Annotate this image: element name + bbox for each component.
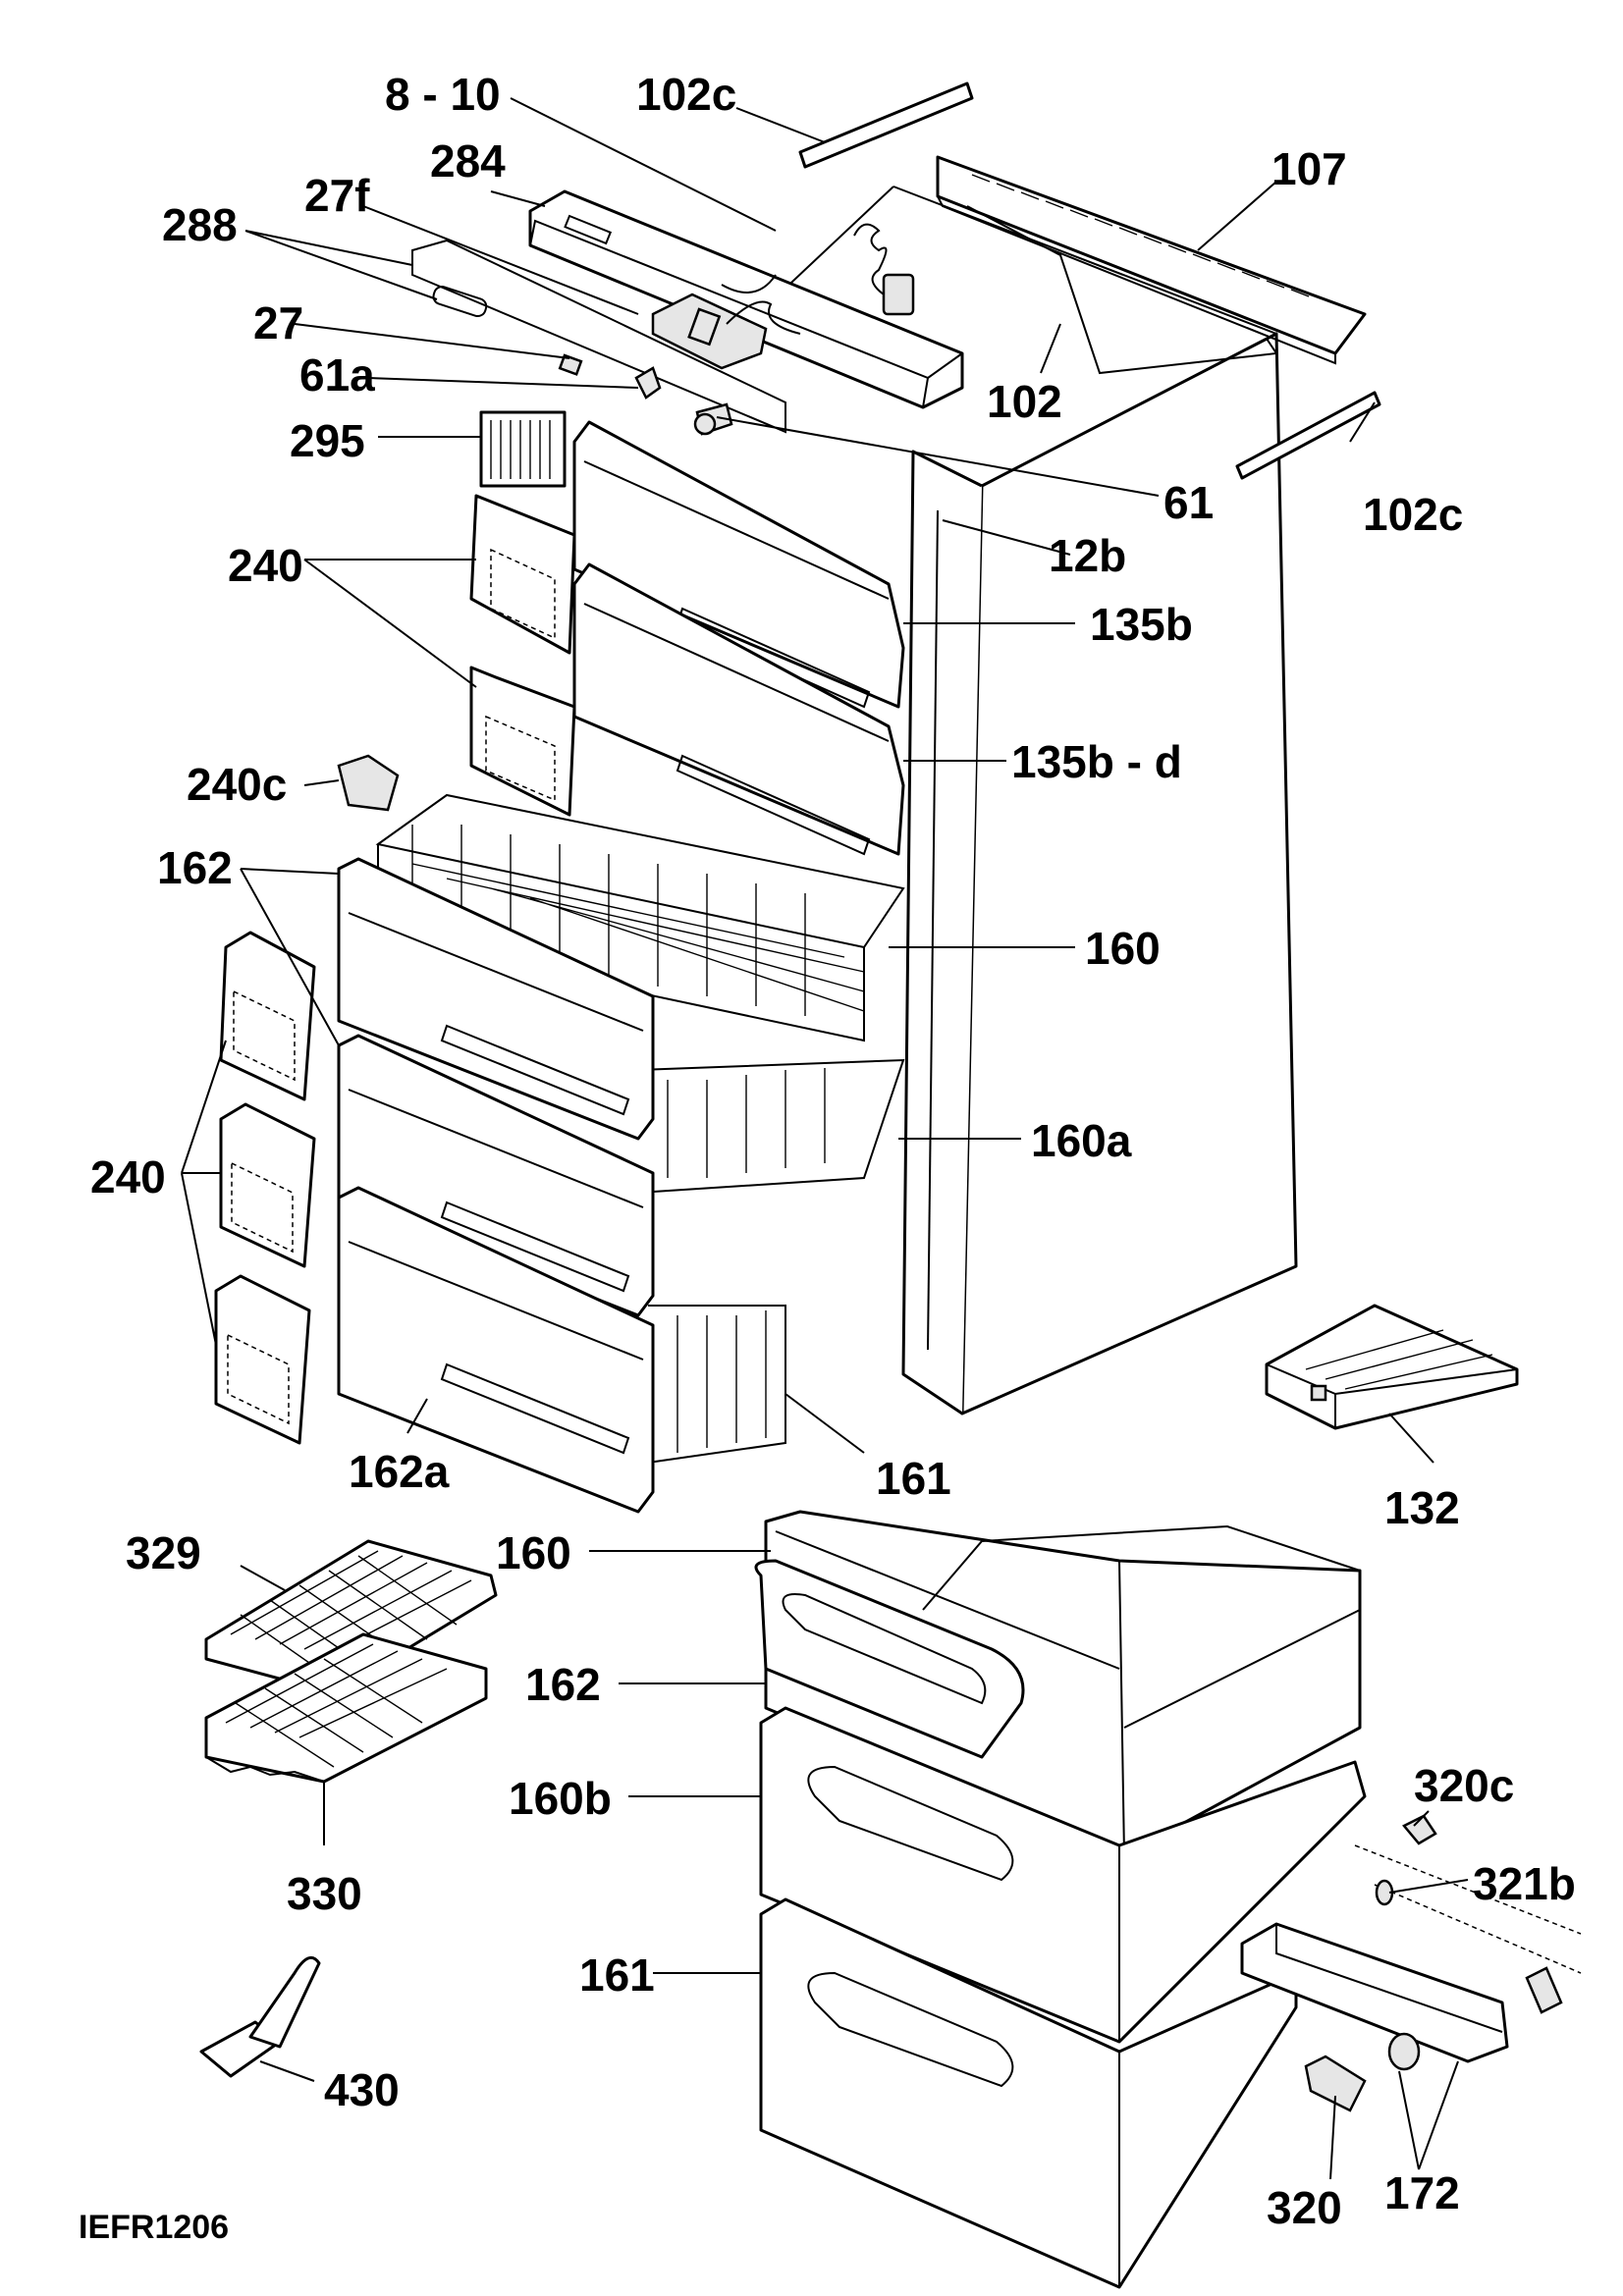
switch-27 [558,353,583,376]
clip-240c [337,754,400,812]
label-27f: 27f [304,170,370,221]
label-240-left: 240 [90,1151,166,1202]
label-161-mid: 161 [876,1453,951,1504]
hinge-320c [1402,1814,1437,1845]
label-320: 320 [1267,2182,1342,2233]
label-102: 102 [987,376,1062,427]
lamp-bulb [693,412,717,436]
top-vent-plate [936,155,1367,365]
door-shelf-left [214,931,316,1445]
label-160-top: 160 [1085,923,1161,974]
drawing-code: IEFR1206 [79,2209,229,2246]
cabinet-body [726,186,1298,1415]
label-329: 329 [126,1527,201,1578]
label-284: 284 [430,135,506,187]
leader-lines [181,97,1469,2180]
thermostat-assembly [721,223,915,316]
label-162-bottom: 162 [525,1659,601,1710]
grille-295 [479,410,567,488]
door-shelf-upper [469,494,576,817]
bracket-61a [634,366,662,400]
label-162-top: 162 [157,842,233,893]
drawer-front-162a [337,1186,655,1514]
label-12b: 12b [1049,530,1126,581]
label-132: 132 [1384,1482,1460,1533]
label-27: 27 [253,297,303,348]
control-board [651,293,801,370]
ice-tray-lid [204,1539,498,1695]
label-321b: 321b [1473,1858,1576,1909]
label-107: 107 [1271,143,1347,194]
part-labels: 8 - 10 102c 284 107 27f 288 27 61a 102 2… [79,69,1576,2246]
label-162a: 162a [349,1446,450,1497]
label-102c-right: 102c [1363,489,1463,540]
label-430: 430 [324,2064,400,2115]
insulation-sheet [966,205,1278,375]
cap-172 [1387,2032,1421,2071]
label-8-10: 8 - 10 [385,69,501,120]
control-housing [528,189,964,409]
drawer-front-162-top [337,857,655,1141]
wire-basket-161 [647,1305,786,1464]
ice-cube-tray [204,1632,488,1784]
label-160a: 160a [1031,1115,1132,1166]
label-288: 288 [162,199,238,250]
tray-132 [1265,1304,1519,1430]
label-61: 61 [1163,477,1214,528]
label-172: 172 [1384,2167,1460,2218]
light-cover-bar [411,239,786,434]
label-240c: 240c [187,759,287,810]
trim-strip-top [798,81,974,169]
foot-320 [1304,2055,1367,2112]
trim-strip-right [1235,391,1381,480]
hinge-bracket [1525,1966,1563,2014]
ice-scraper [199,1955,321,2078]
vent-slots [971,174,1310,297]
label-135b-d: 135b - d [1011,736,1182,787]
label-135b: 135b [1090,599,1193,650]
drawer-handle-162 [754,1559,1025,1759]
label-320c: 320c [1414,1760,1514,1811]
label-160-bottom: 160 [496,1527,571,1578]
label-330: 330 [287,1868,362,1919]
label-160b: 160b [509,1773,612,1824]
kick-plate-172 [1240,1844,1582,2063]
wire-basket-160a [637,1058,905,1194]
label-240-top: 240 [228,540,303,591]
label-102c-top: 102c [636,69,736,120]
label-61a: 61a [299,349,375,400]
label-295: 295 [290,415,365,466]
label-161-bottom: 161 [579,1949,655,2001]
